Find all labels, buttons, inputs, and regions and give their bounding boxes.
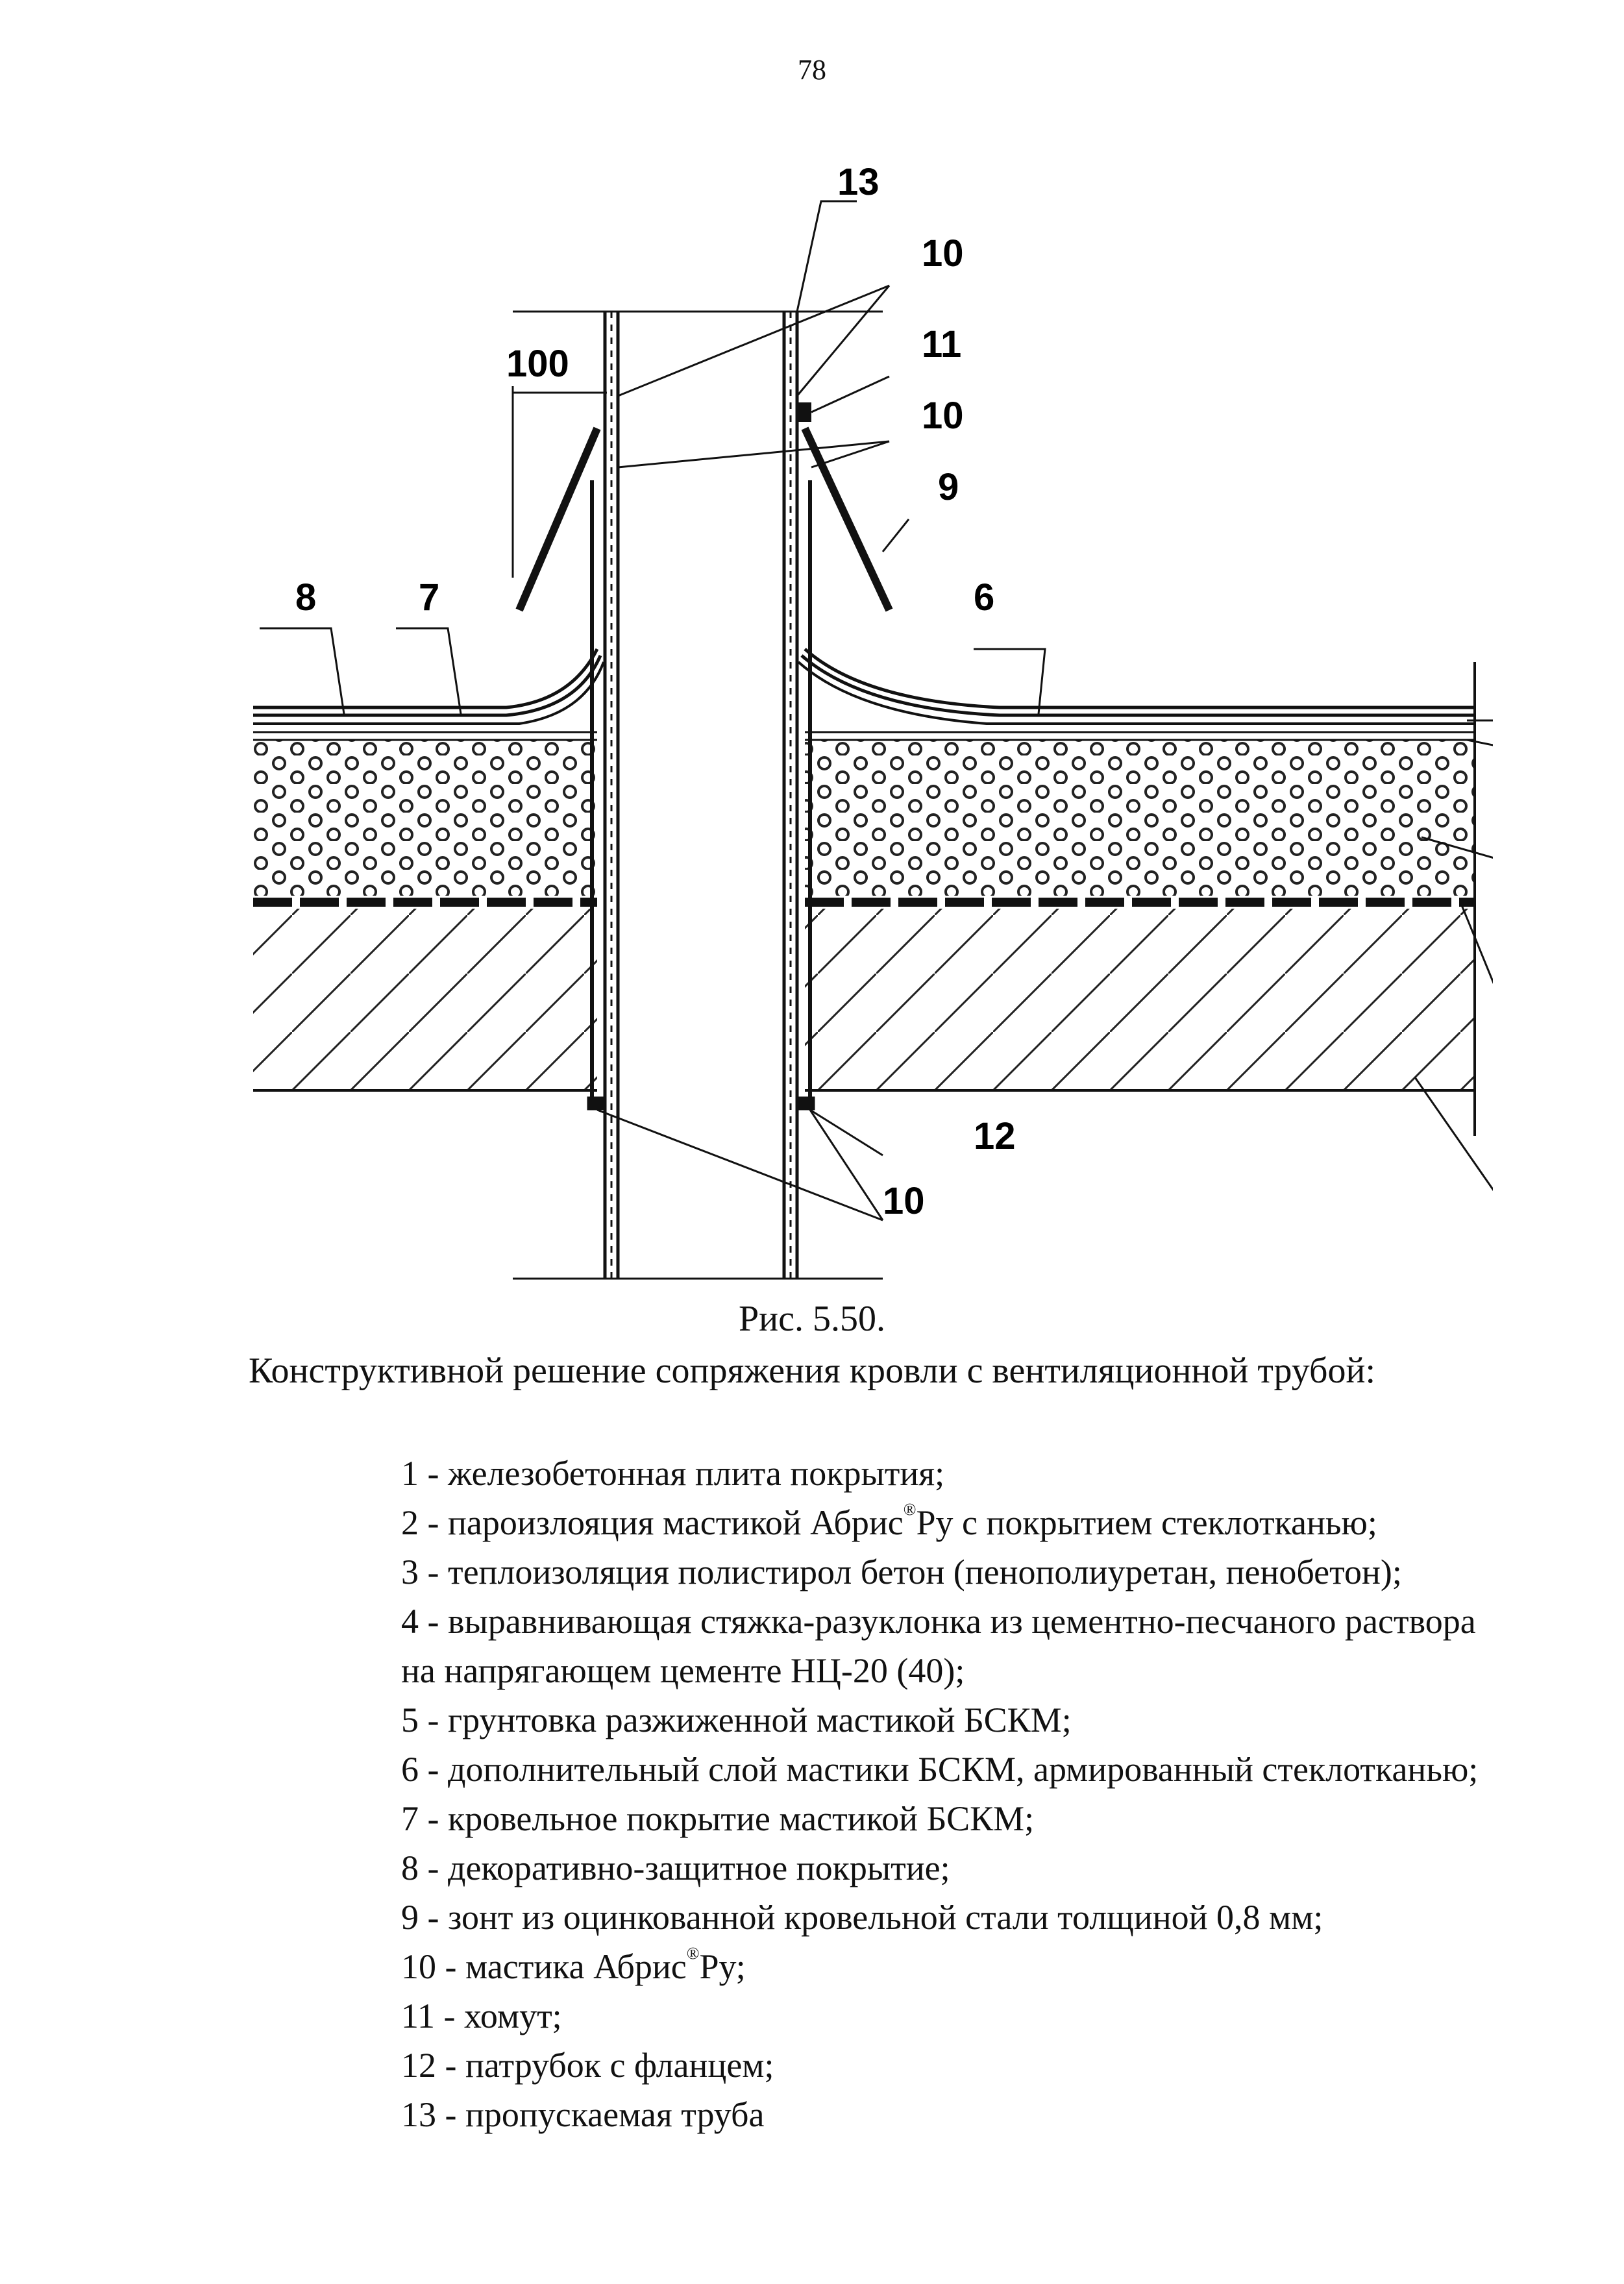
label-10-bottom: 10 bbox=[883, 1180, 925, 1222]
legend-item: 4 - выравнивающая стяжка-разуклонка из ц… bbox=[401, 1602, 1476, 1690]
legend-item: 7 - кровельное покрытие мастикой БСКМ; bbox=[401, 1799, 1035, 1838]
label-8: 8 bbox=[295, 576, 316, 619]
concrete-slab bbox=[253, 909, 1473, 1092]
sleeve-with-flange bbox=[587, 480, 815, 1111]
legend-item: 2 - пароизлояция мастикой Абрис®Ру с пок… bbox=[401, 1500, 1377, 1543]
label-9: 9 bbox=[938, 466, 959, 508]
legend-list: 1 - железобетонная плита покрытия; 2 - п… bbox=[401, 1449, 1505, 2139]
legend-item: 12 - патрубок с фланцем; bbox=[401, 2046, 774, 2085]
roof-pipe-junction-drawing: 13 10 11 10 9 6 8 7 5 4 3 2 12 10 1 100 bbox=[253, 161, 1493, 1280]
legend-item: 10 - мастика Абрис®Ру; bbox=[401, 1944, 746, 1987]
label-13: 13 bbox=[837, 161, 880, 203]
label-dim-100: 100 bbox=[506, 343, 569, 385]
umbrella-cap bbox=[515, 426, 893, 612]
legend-item: 8 - декоративно-защитное покрытие; bbox=[401, 1848, 950, 1887]
label-10-mid: 10 bbox=[922, 395, 964, 437]
label-7: 7 bbox=[419, 576, 439, 619]
label-10-top: 10 bbox=[922, 232, 964, 275]
legend-item: 11 - хомут; bbox=[401, 1996, 562, 2035]
clamp bbox=[797, 402, 811, 422]
label-6: 6 bbox=[974, 576, 994, 619]
label-11: 11 bbox=[922, 323, 961, 365]
leader-lines bbox=[260, 200, 1493, 1222]
legend-item: 6 - дополнительный слой мастики БСКМ, ар… bbox=[401, 1750, 1479, 1789]
figure-number: Рис. 5.50. bbox=[739, 1299, 885, 1339]
legend-item: 9 - зонт из оцинкованной кровельной стал… bbox=[401, 1898, 1323, 1937]
figure-title: Конструктивной решение сопряжения кровли… bbox=[248, 1351, 1376, 1391]
legend-item: 5 - грунтовка разжиженной мастикой БСКМ; bbox=[401, 1701, 1072, 1739]
legend-item: 1 - железобетонная плита покрытия; bbox=[401, 1454, 945, 1493]
label-12: 12 bbox=[974, 1115, 1016, 1157]
insulation-layer bbox=[253, 739, 1473, 896]
page-number: 78 bbox=[798, 54, 826, 86]
legend-item: 13 - пропускаемая труба bbox=[401, 2095, 765, 2134]
legend-item: 3 - теплоизоляция полистирол бетон (пено… bbox=[401, 1553, 1402, 1591]
